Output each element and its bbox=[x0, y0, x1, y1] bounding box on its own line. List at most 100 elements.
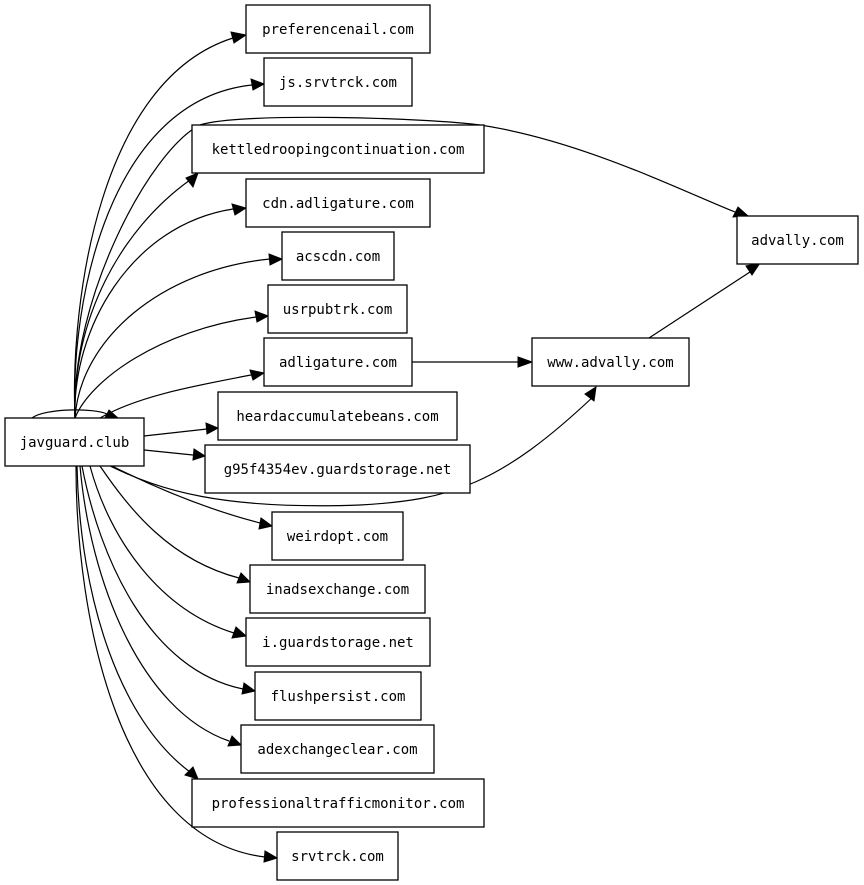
edge-line bbox=[76, 465, 191, 773]
arrowhead-icon bbox=[268, 253, 284, 266]
edge-line bbox=[81, 465, 244, 690]
edge-line bbox=[74, 179, 191, 419]
node-wwwadvally: www.advally.com bbox=[531, 337, 690, 387]
edge-line bbox=[74, 258, 271, 419]
edge-javguard-to-wwwadvally bbox=[109, 385, 597, 507]
edge-line bbox=[109, 394, 596, 507]
node-jssrvtrck: js.srvtrck.com bbox=[263, 57, 413, 107]
edge-line bbox=[648, 269, 754, 339]
node-box bbox=[531, 337, 690, 387]
node-label: acscdn.com bbox=[296, 249, 380, 265]
node-g95f: g95f4354ev.guardstorage.net bbox=[204, 444, 471, 494]
node-label: heardaccumulatebeans.com bbox=[236, 409, 438, 425]
node-label: inadsexchange.com bbox=[266, 582, 409, 598]
node-flushpersist: flushpersist.com bbox=[254, 671, 422, 721]
node-box bbox=[267, 284, 408, 334]
arrowhead-icon bbox=[192, 448, 207, 461]
edge-adligature-to-wwwadvally bbox=[412, 356, 534, 368]
node-label: javguard.club bbox=[20, 435, 130, 451]
node-inadsexchange: inadsexchange.com bbox=[249, 564, 426, 614]
arrowhead-icon bbox=[184, 766, 199, 780]
node-label: preferencenail.com bbox=[262, 22, 414, 38]
arrowhead-icon bbox=[254, 310, 270, 323]
arrowhead-icon bbox=[231, 626, 248, 639]
node-label: flushpersist.com bbox=[271, 689, 406, 705]
edge-line bbox=[75, 465, 266, 858]
node-label: advally.com bbox=[751, 233, 844, 249]
node-box bbox=[263, 57, 413, 107]
edge-javguard-to-iguardstorage bbox=[89, 465, 248, 639]
node-box bbox=[191, 124, 485, 174]
arrowhead-icon bbox=[517, 356, 534, 368]
edge-line bbox=[143, 449, 194, 456]
arrowhead-icon bbox=[205, 422, 220, 435]
node-usrpubtrk: usrpubtrk.com bbox=[267, 284, 408, 334]
node-adexchangeclear: adexchangeclear.com bbox=[240, 724, 435, 774]
node-label: cdn.adligature.com bbox=[262, 196, 414, 212]
edge-wwwadvally-to-advally bbox=[648, 262, 762, 339]
edge-line bbox=[143, 428, 208, 437]
node-acscdn: acscdn.com bbox=[281, 231, 395, 281]
node-label: www.advally.com bbox=[547, 355, 673, 371]
node-box bbox=[281, 231, 395, 281]
node-advally: advally.com bbox=[736, 215, 859, 265]
node-srvtrck: srvtrck.com bbox=[276, 831, 399, 881]
node-box bbox=[736, 215, 859, 265]
edge-javguard-to-inadsexchange bbox=[99, 465, 252, 584]
node-professionaltraffic: professionaltrafficmonitor.com bbox=[191, 778, 485, 828]
edge-javguard-to-adligature bbox=[99, 369, 266, 419]
node-box bbox=[263, 337, 413, 387]
node-preferencenail: preferencenail.com bbox=[245, 4, 431, 54]
node-label: srvtrck.com bbox=[291, 849, 384, 865]
arrowhead-icon bbox=[231, 203, 248, 216]
node-adligature: adligature.com bbox=[263, 337, 413, 387]
node-box bbox=[240, 724, 435, 774]
node-weirdopt: weirdopt.com bbox=[271, 511, 404, 561]
edge-line bbox=[31, 409, 108, 419]
node-box bbox=[245, 617, 431, 667]
node-box bbox=[271, 511, 404, 561]
node-label: g95f4354ev.guardstorage.net bbox=[224, 462, 452, 478]
arrowhead-icon bbox=[227, 735, 243, 747]
edge-javguard-to-weirdopt bbox=[111, 465, 274, 530]
edge-javguard-to-jssrvtrck bbox=[74, 78, 266, 419]
edge-javguard-to-g95f bbox=[143, 448, 207, 461]
arrowhead-icon bbox=[249, 369, 266, 381]
node-label: kettledroopingcontinuation.com bbox=[212, 142, 465, 158]
edge-javguard-to-professionaltraffic bbox=[76, 465, 199, 780]
node-iguardstorage: i.guardstorage.net bbox=[245, 617, 431, 667]
node-box bbox=[276, 831, 399, 881]
node-box bbox=[4, 417, 145, 467]
edge-line bbox=[99, 374, 252, 419]
node-box bbox=[254, 671, 422, 721]
node-box bbox=[191, 778, 485, 828]
edge-line bbox=[74, 316, 257, 419]
edge-line bbox=[111, 465, 261, 524]
edge-javguard-to-kettle bbox=[74, 172, 199, 419]
arrowhead-icon bbox=[236, 572, 252, 584]
node-label: adexchangeclear.com bbox=[257, 742, 417, 758]
arrowhead-icon bbox=[185, 172, 199, 189]
arrowhead-icon bbox=[250, 78, 266, 91]
arrowhead-icon bbox=[241, 682, 257, 695]
edge-line bbox=[79, 465, 230, 742]
arrowhead-icon bbox=[258, 517, 274, 530]
node-label: adligature.com bbox=[279, 355, 397, 371]
edge-line bbox=[73, 37, 234, 419]
arrowhead-icon bbox=[584, 385, 597, 402]
node-label: weirdopt.com bbox=[287, 529, 388, 545]
arrowhead-icon bbox=[263, 850, 279, 863]
edge-javguard-to-preferencenail bbox=[73, 31, 248, 419]
node-heardaccumulate: heardaccumulatebeans.com bbox=[217, 391, 458, 441]
edge-javguard-to-usrpubtrk bbox=[74, 310, 270, 419]
edge-javguard-to-srvtrck bbox=[75, 465, 279, 863]
edge-javguard-to-heardaccumulate bbox=[143, 422, 220, 437]
edge-javguard-to-acscdn bbox=[74, 253, 284, 419]
node-cdnadligature: cdn.adligature.com bbox=[245, 178, 431, 228]
edge-line bbox=[74, 208, 234, 419]
node-box bbox=[245, 178, 431, 228]
node-label: js.srvtrck.com bbox=[279, 75, 397, 91]
node-box bbox=[245, 4, 431, 54]
node-javguard: javguard.club bbox=[4, 417, 145, 467]
